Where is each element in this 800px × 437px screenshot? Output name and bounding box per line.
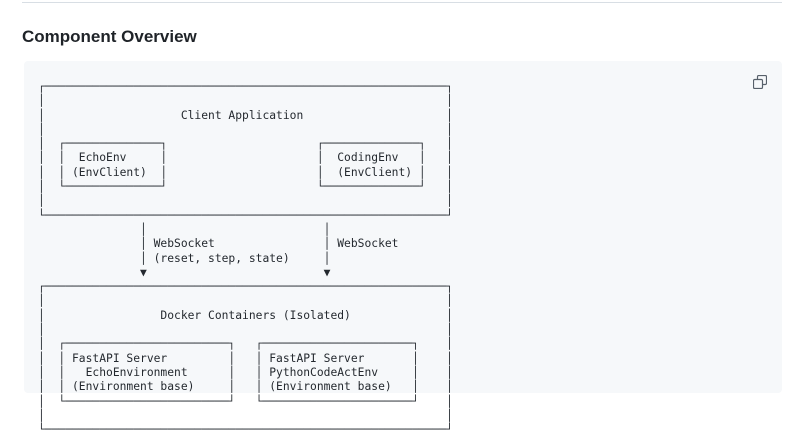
code-block — [24, 61, 782, 393]
architecture-diagram: ┌───────────────────────────────────────… — [38, 80, 453, 437]
top-divider — [22, 2, 782, 3]
section-title: Component Overview — [22, 27, 197, 46]
copy-icon — [753, 75, 767, 89]
copy-button[interactable] — [749, 71, 771, 93]
